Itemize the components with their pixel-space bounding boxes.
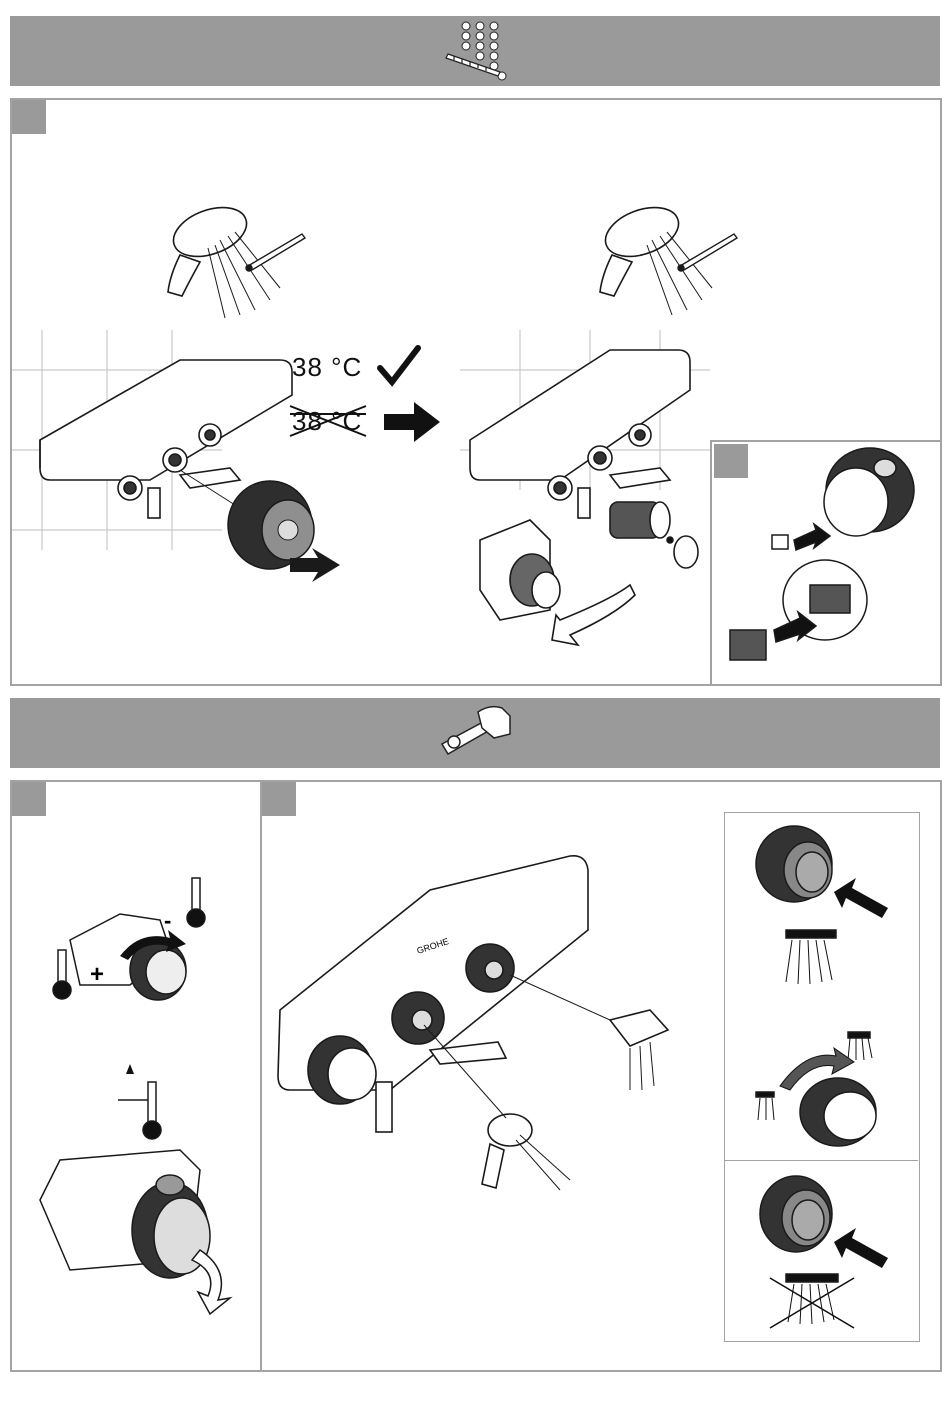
thermostat-mixer-left — [30, 340, 330, 580]
calibration-dots-thermometer-icon — [440, 20, 520, 84]
temperature-knob-diagram: - + — [40, 860, 240, 1020]
diverter-knob-push-off — [746, 1172, 906, 1332]
thermostat-mixer-disassembly — [460, 340, 710, 650]
cross-out-icon — [290, 400, 370, 440]
calibration-banner — [10, 16, 940, 86]
diverter-knob-push — [746, 822, 906, 992]
hand-grip-bar-icon — [438, 704, 518, 762]
svg-text:-: - — [164, 908, 171, 933]
step-marker-1b — [12, 782, 46, 816]
step-marker-2 — [262, 782, 296, 816]
step-marker-1 — [12, 100, 46, 134]
cartridge-filter-icon — [720, 440, 935, 676]
checkmark-icon — [378, 346, 420, 386]
diverter-knob-rotate — [746, 1020, 916, 1150]
operation-banner — [10, 698, 940, 768]
hand-shower-thermometer-icon — [160, 200, 310, 320]
hand-shower-thermometer-icon — [592, 200, 742, 320]
svg-text:+: + — [90, 961, 104, 988]
safety-stop-diagram — [30, 1060, 250, 1320]
legend-divider — [725, 1160, 918, 1161]
next-arrow-icon — [384, 402, 440, 442]
thermostat-mixer-overview: GROHE — [270, 850, 700, 1200]
temperature-correct-label: 38 °C — [292, 352, 362, 383]
